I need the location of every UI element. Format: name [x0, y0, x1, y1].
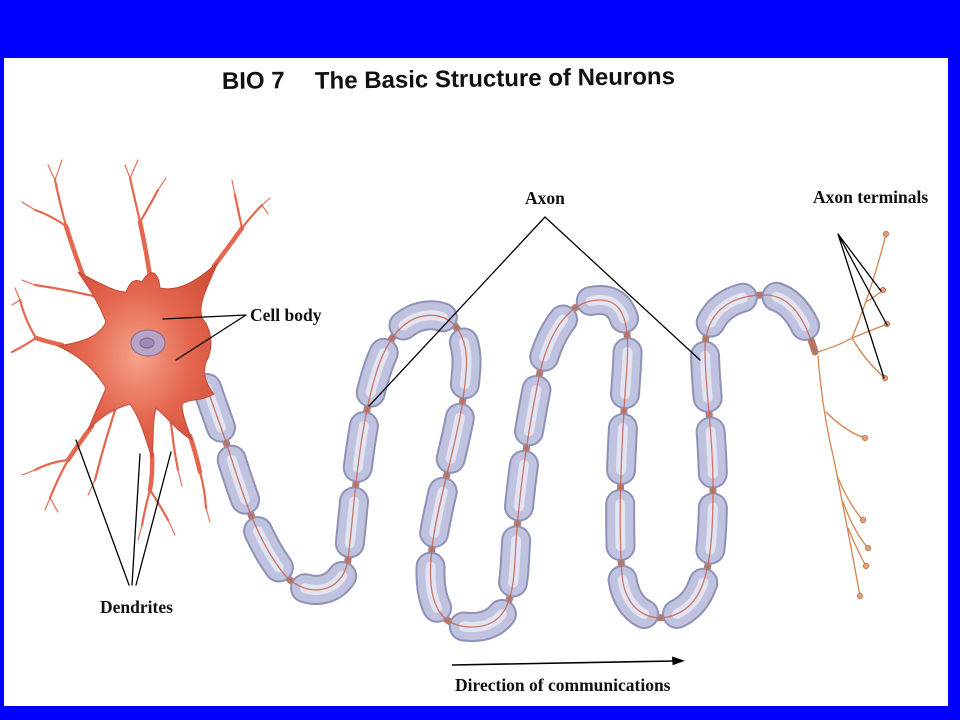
- axon-terminal-knob: [862, 434, 869, 441]
- cell-body-label: Cell body: [250, 305, 322, 325]
- axon-pointer-line: [368, 216, 701, 407]
- dendrite-branch: [240, 203, 264, 230]
- axon-terminal-branch: [851, 233, 887, 339]
- dendrite-branch: [147, 451, 155, 493]
- cell-body-pointer-line: [162, 314, 247, 361]
- course-code: BIO 7: [222, 67, 285, 95]
- dendrite-branch: [33, 335, 65, 348]
- axon: [192, 280, 830, 642]
- dendrite-branch: [233, 193, 244, 230]
- axon-terminal-knob: [857, 593, 864, 600]
- cell-body: [56, 261, 219, 459]
- dendrites-label: Dendrites: [100, 597, 173, 617]
- label-pointers: [75, 216, 888, 586]
- dendrite-branch: [53, 178, 68, 228]
- dendrites-pointer-line: [75, 439, 172, 586]
- axon-terminal-branch: [817, 337, 853, 353]
- axon-terminal-branch: [825, 411, 866, 439]
- axon-terminal-knob: [863, 563, 870, 570]
- axon-label: Axon: [525, 188, 565, 208]
- dendrite-branch: [128, 176, 142, 224]
- slide-title: The Basic Structure of Neurons: [315, 63, 675, 95]
- soma: [56, 261, 219, 459]
- axon-terminals: [817, 230, 891, 600]
- dendrite-branch: [138, 188, 160, 224]
- axon-terminals-pointer-line: [837, 233, 888, 379]
- dendrite-branch: [18, 298, 38, 340]
- axon-terminal-knob: [883, 230, 890, 237]
- dendrite-branch: [140, 488, 152, 527]
- dendrite-branch: [10, 336, 38, 354]
- dendrite-twig: [11, 159, 271, 541]
- axon-terminal-branch: [851, 337, 886, 379]
- dendrite-branch: [48, 458, 70, 500]
- dendrite-branch: [33, 458, 70, 472]
- dendrite-branch: [33, 208, 68, 228]
- nucleolus: [139, 337, 155, 349]
- slide-title-block: BIO 7 The Basic Structure of Neurons: [222, 63, 675, 95]
- axon-terminal-knob: [880, 286, 887, 293]
- axon-terminals-label: Axon terminals: [813, 187, 928, 207]
- direction-arrow-shaft: [451, 660, 675, 666]
- axon-terminal-branch: [842, 501, 869, 549]
- dendrite-branch: [148, 488, 170, 522]
- direction-arrow: [451, 656, 685, 666]
- direction-label: Direction of communications: [455, 675, 671, 695]
- direction-arrow-head: [672, 656, 685, 666]
- neuron-diagram: Axon Axon terminals Cell body Dendrites …: [10, 159, 928, 695]
- dendrite-branch: [137, 219, 153, 279]
- axon-core: [206, 294, 816, 628]
- axon-terminal-branch: [817, 355, 861, 597]
- axon-terminal-knob: [860, 517, 867, 524]
- dendrite-branch: [198, 470, 208, 510]
- axon-terminal-knob: [865, 545, 872, 552]
- axon-terminal-branch: [837, 477, 864, 521]
